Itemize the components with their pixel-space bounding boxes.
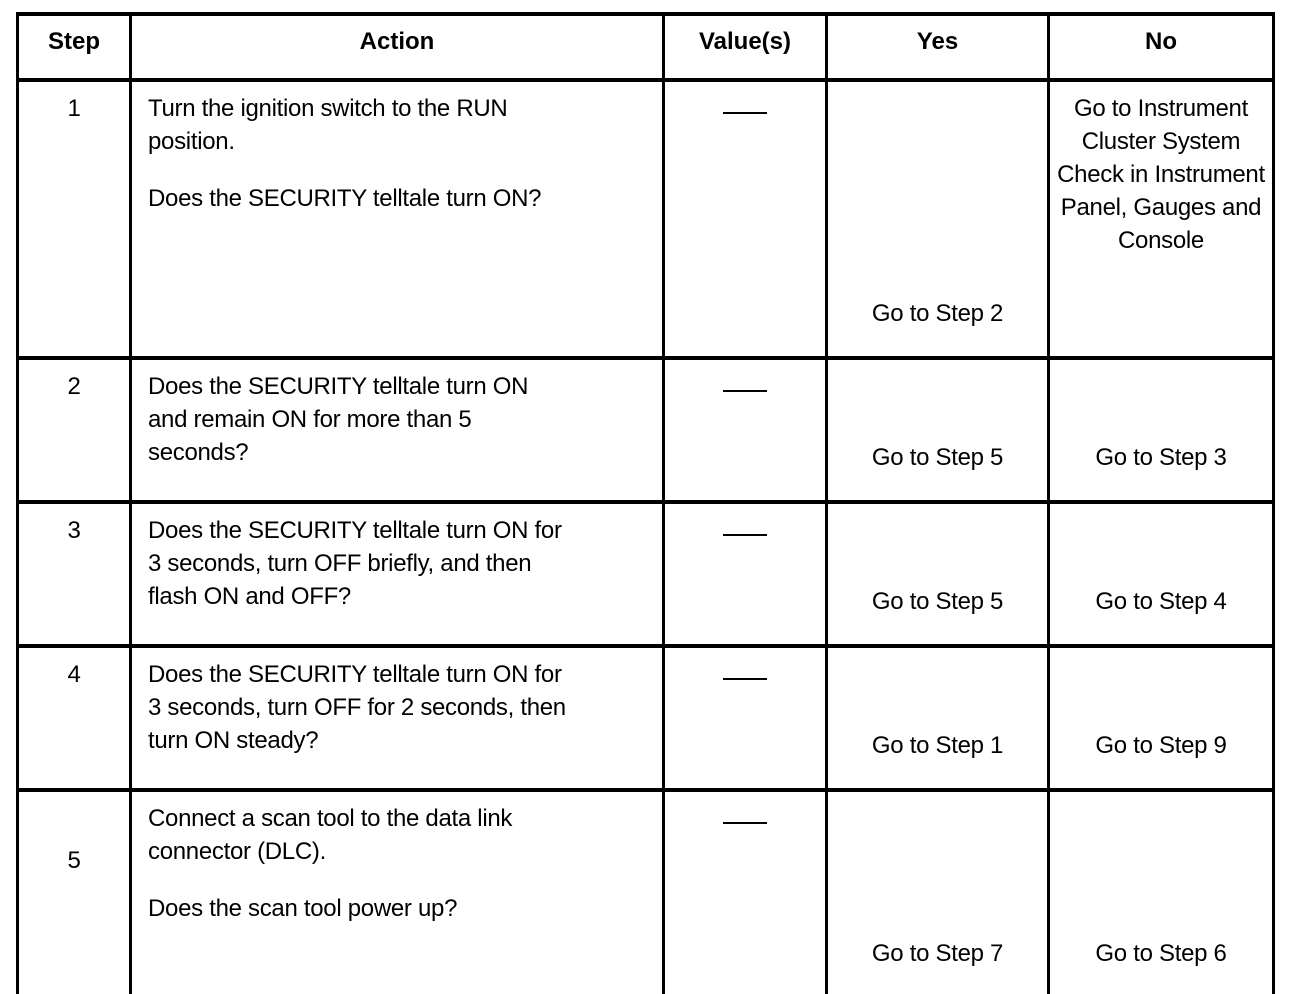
header-no: No — [1047, 14, 1275, 82]
header-action: Action — [129, 14, 665, 82]
action-text: Turn the ignition switch to the RUN — [148, 95, 508, 122]
action-text: Does the SECURITY telltale turn ON — [148, 373, 529, 400]
step-number: 4 — [16, 646, 132, 792]
value-cell — [662, 80, 828, 360]
action-text: Does the SECURITY telltale turn ON for — [148, 661, 562, 688]
value-cell — [662, 358, 828, 504]
value-dash — [723, 822, 767, 824]
action-text: Connect a scan tool to the data link — [148, 805, 513, 832]
yes-cell: Go to Step 7 — [825, 790, 1050, 994]
step-number: 1 — [16, 80, 132, 360]
value-cell — [662, 790, 828, 994]
action-text: connector (DLC). — [148, 838, 326, 865]
no-cell: Go to Step 4 — [1047, 502, 1275, 648]
action-cell: Does the SECURITY telltale turn ON for 3… — [129, 646, 665, 792]
header-step: Step — [16, 14, 132, 82]
header-row: Step Action Value(s) Yes No — [16, 14, 1275, 82]
no-cell: Go to Step 6 — [1047, 790, 1275, 994]
action-cell: Turn the ignition switch to the RUN posi… — [129, 80, 665, 360]
yes-cell: Go to Step 2 — [825, 80, 1050, 360]
action-text: Does the SECURITY telltale turn ON for — [148, 517, 562, 544]
yes-result: Go to Step 5 — [871, 588, 1004, 615]
diagnostic-table: Step Action Value(s) Yes No 1 Turn the i… — [16, 12, 1275, 994]
action-text: and remain ON for more than 5 — [148, 406, 472, 433]
step-number: 5 — [16, 790, 132, 994]
yes-result: Go to Step 5 — [871, 444, 1004, 471]
action-text: turn ON steady? — [148, 727, 319, 754]
action-text: seconds? — [148, 439, 249, 466]
yes-result: Go to Step 2 — [871, 300, 1004, 327]
table-row: 4 Does the SECURITY telltale turn ON for… — [16, 646, 1275, 792]
yes-cell: Go to Step 5 — [825, 502, 1050, 648]
yes-result: Go to Step 1 — [871, 732, 1004, 759]
yes-result: Go to Step 7 — [871, 940, 1004, 967]
table-row: 2 Does the SECURITY telltale turn ON and… — [16, 358, 1275, 504]
header-yes: Yes — [825, 14, 1050, 82]
no-result: Go to Step 6 — [1095, 940, 1227, 967]
value-dash — [723, 112, 767, 114]
yes-cell: Go to Step 1 — [825, 646, 1050, 792]
header-values: Value(s) — [662, 14, 828, 82]
no-result: Go to Step 4 — [1095, 588, 1227, 615]
value-dash — [723, 390, 767, 392]
table-row: 5 Connect a scan tool to the data link c… — [16, 790, 1275, 994]
action-text: flash ON and OFF? — [148, 583, 351, 610]
action-text: 3 seconds, turn OFF for 2 seconds, then — [148, 694, 566, 721]
action-cell: Does the SECURITY telltale turn ON and r… — [129, 358, 665, 504]
action-text: position. — [148, 128, 235, 155]
step-number: 2 — [16, 358, 132, 504]
no-cell: Go to Step 3 — [1047, 358, 1275, 504]
table-row: 1 Turn the ignition switch to the RUN po… — [16, 80, 1275, 360]
value-cell — [662, 646, 828, 792]
value-dash — [723, 678, 767, 680]
step-number: 3 — [16, 502, 132, 648]
value-dash — [723, 534, 767, 536]
no-cell: Go to Step 9 — [1047, 646, 1275, 792]
value-cell — [662, 502, 828, 648]
no-result: Go to Step 3 — [1095, 444, 1227, 471]
action-cell: Does the SECURITY telltale turn ON for 3… — [129, 502, 665, 648]
action-text: 3 seconds, turn OFF briefly, and then — [148, 550, 532, 577]
yes-cell: Go to Step 5 — [825, 358, 1050, 504]
no-result: Go to Instrument Cluster System Check in… — [1047, 80, 1275, 360]
table-row: 3 Does the SECURITY telltale turn ON for… — [16, 502, 1275, 648]
action-cell: Connect a scan tool to the data link con… — [129, 790, 665, 994]
no-result: Go to Step 9 — [1095, 732, 1227, 759]
action-question: Does the SECURITY telltale turn ON? — [148, 185, 542, 212]
action-question: Does the scan tool power up? — [148, 895, 458, 922]
